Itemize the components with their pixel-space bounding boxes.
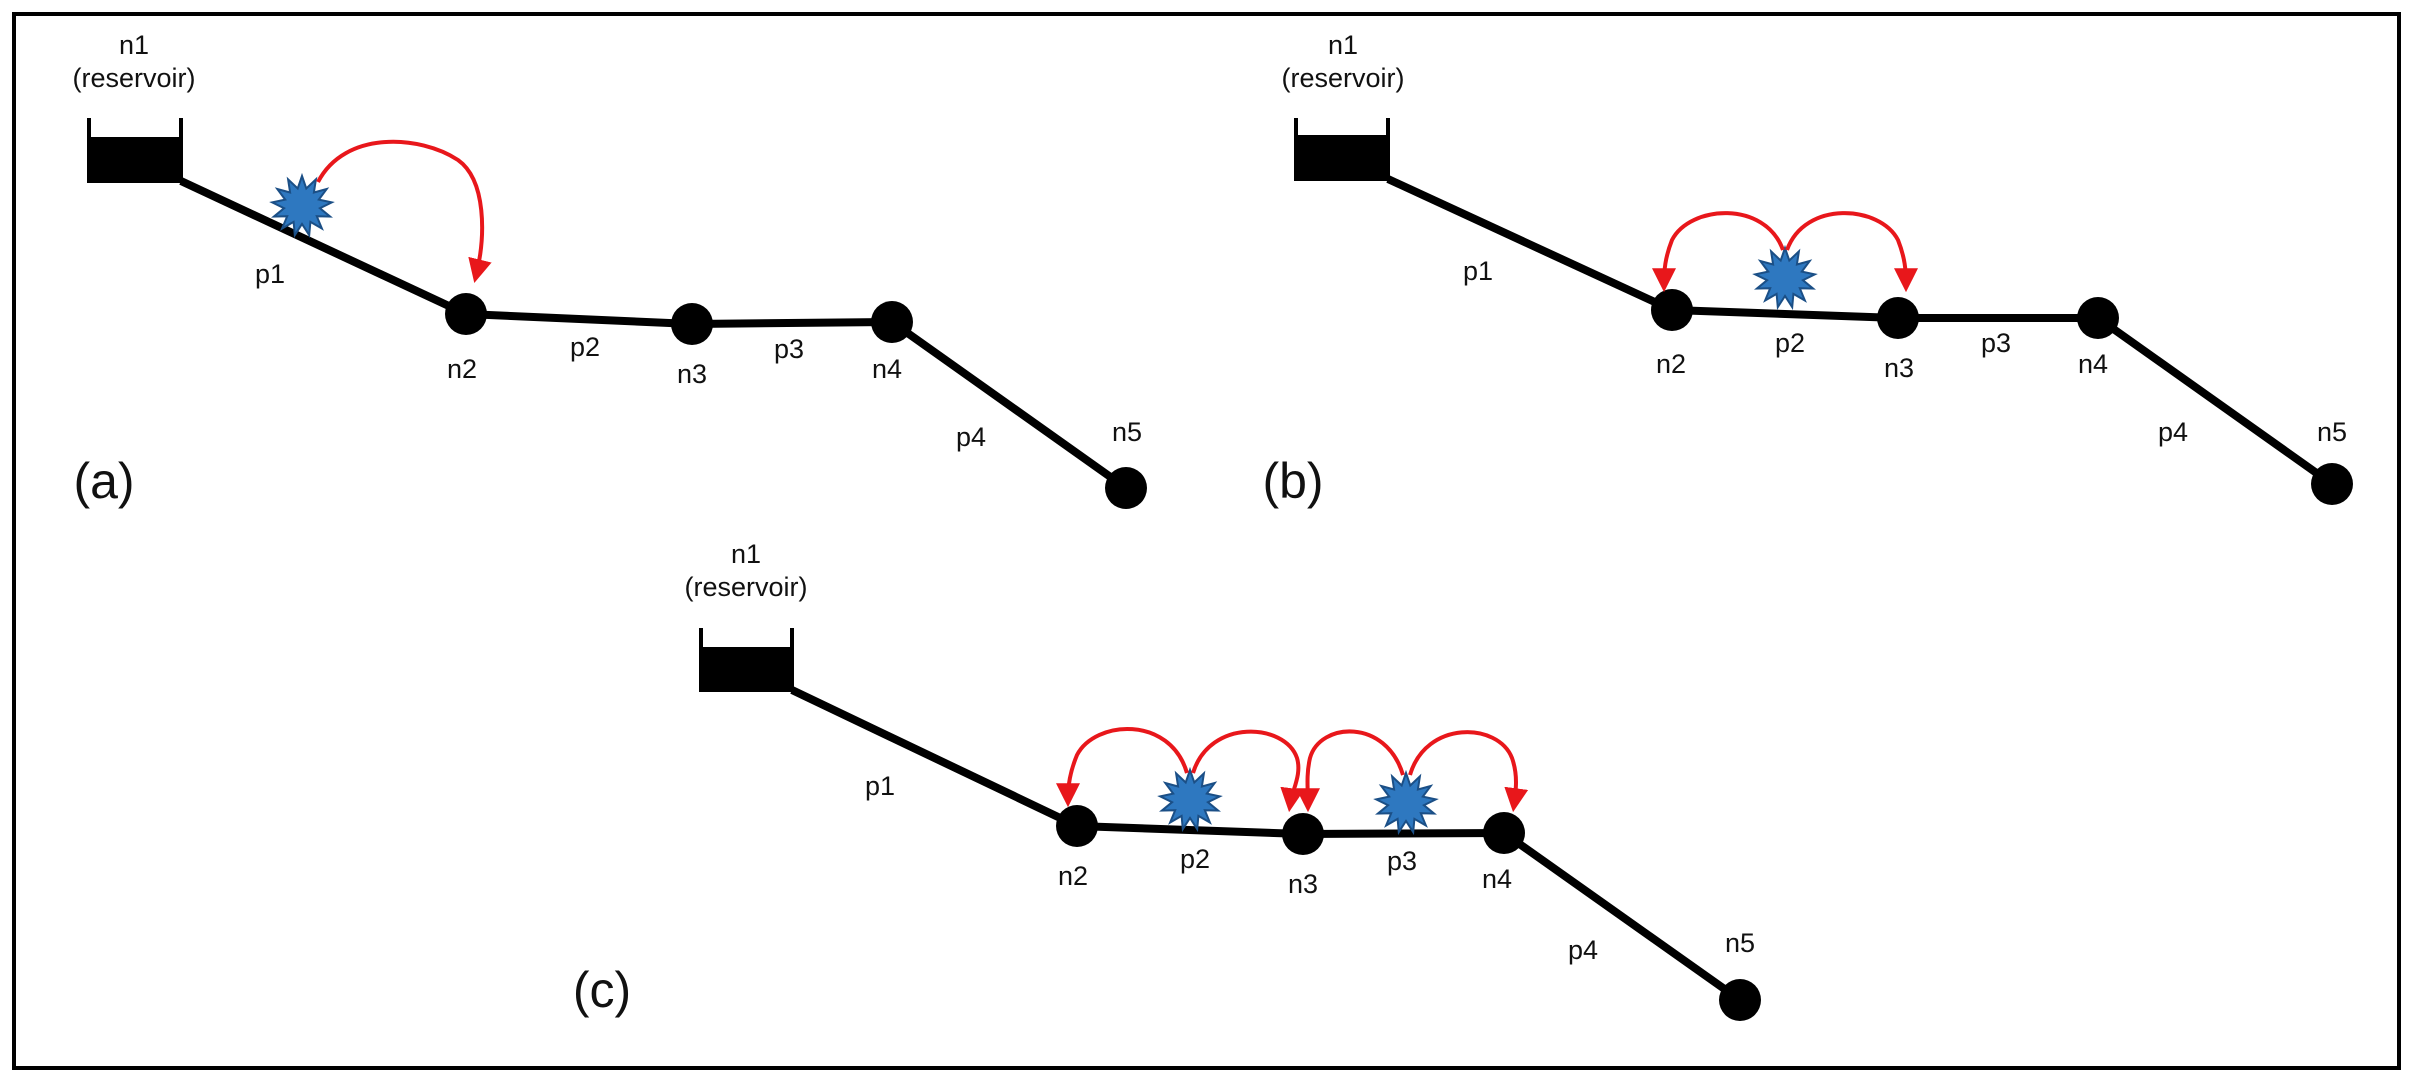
node-n2	[1056, 805, 1098, 847]
node-n4	[2077, 297, 2119, 339]
panel-label: (b)	[1262, 453, 1323, 509]
pipe-label-p1: p1	[1463, 256, 1493, 286]
pipe-p1	[790, 686, 1079, 830]
node-n3	[671, 303, 713, 345]
node-n5	[1105, 467, 1147, 509]
reservoir-tank-icon	[699, 628, 794, 692]
node-label-n3: n3	[1288, 869, 1318, 899]
pipe-label-p1: p1	[255, 259, 285, 289]
node-n3	[1282, 813, 1324, 855]
pipe-label-p4: p4	[956, 422, 986, 452]
reservoir-note: (reservoir)	[72, 63, 195, 93]
node-label-n4: n4	[872, 354, 902, 384]
pipe-p4	[1501, 829, 1743, 1004]
burst-star-icon	[1157, 766, 1223, 833]
figure-frame	[12, 12, 2401, 1070]
panel-c: n1 (reservoir) n2 n3 n4 n5 p1 p2 p3 p4 (…	[573, 539, 1761, 1021]
pipe-p2	[1076, 822, 1304, 838]
node-n4	[871, 301, 913, 343]
curved-arrow-icon	[1652, 211, 1785, 293]
pipe-p3	[1302, 829, 1505, 838]
reservoir-tank-icon	[1294, 118, 1390, 181]
node-n5	[1719, 979, 1761, 1021]
reservoir-note: (reservoir)	[1281, 63, 1404, 93]
panel-a: n1 (reservoir) n2 n3 n4 n5 p1 p2 p3 p4 (…	[72, 30, 1147, 509]
pipe-p4	[889, 318, 1129, 492]
node-label-n2: n2	[1058, 861, 1088, 891]
reservoir-name: n1	[731, 539, 761, 569]
reservoir-name: n1	[119, 30, 149, 60]
pipe-label-p2: p2	[1180, 844, 1210, 874]
node-label-n3: n3	[677, 359, 707, 389]
pipe-label-p1: p1	[865, 771, 895, 801]
curved-arrow-icon	[316, 139, 492, 283]
panel-label: (a)	[73, 453, 134, 509]
panel-b: n1 (reservoir) n2 n3 n4 n5 p1 p2 p3 p4 (…	[1262, 30, 2353, 509]
pipe-p1	[179, 177, 468, 318]
pipe-p3	[691, 318, 893, 328]
panel-label: (c)	[573, 962, 631, 1018]
node-label-n5: n5	[1112, 417, 1142, 447]
node-label-n5: n5	[2317, 417, 2347, 447]
pipe-p4	[2095, 314, 2335, 488]
pipe-p1	[1386, 175, 1674, 314]
curved-arrow-icon	[1191, 729, 1305, 813]
curved-arrow-icon	[1056, 727, 1189, 808]
curved-arrow-icon	[1785, 211, 1918, 293]
pipe-p2	[1671, 306, 1899, 322]
curved-arrow-icon	[1295, 729, 1405, 813]
pipe-label-p2: p2	[570, 332, 600, 362]
burst-star-icon	[1373, 769, 1439, 836]
reservoir-note: (reservoir)	[684, 572, 807, 602]
node-label-n3: n3	[1884, 353, 1914, 383]
pipe-label-p3: p3	[1387, 846, 1417, 876]
pipe-label-p2: p2	[1775, 328, 1805, 358]
node-label-n4: n4	[1482, 864, 1512, 894]
node-label-n4: n4	[2078, 349, 2108, 379]
pipe-label-p3: p3	[1981, 328, 2011, 358]
node-n5	[2311, 463, 2353, 505]
burst-star-icon	[1752, 244, 1818, 311]
node-n2	[1651, 289, 1693, 331]
pipe-label-p3: p3	[774, 334, 804, 364]
curved-arrow-icon	[1408, 730, 1529, 813]
pipe-label-p4: p4	[2158, 417, 2188, 447]
pipe-label-p4: p4	[1568, 935, 1598, 965]
node-label-n5: n5	[1725, 928, 1755, 958]
pipe-p2	[465, 310, 693, 328]
node-label-n2: n2	[447, 354, 477, 384]
node-n4	[1483, 812, 1525, 854]
node-label-n2: n2	[1656, 349, 1686, 379]
burst-star-icon	[269, 172, 335, 239]
reservoir-name: n1	[1328, 30, 1358, 60]
node-n3	[1877, 297, 1919, 339]
reservoir-tank-icon	[87, 118, 183, 183]
node-n2	[445, 293, 487, 335]
